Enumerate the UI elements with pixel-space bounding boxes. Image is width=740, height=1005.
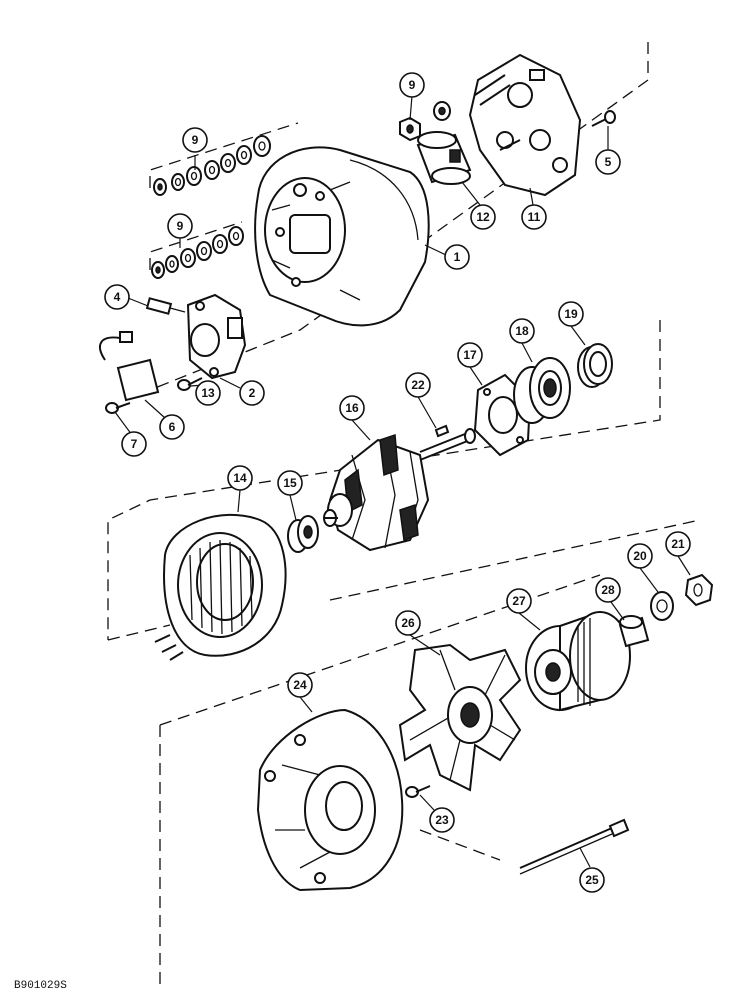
svg-text:17: 17 <box>463 348 477 362</box>
svg-text:15: 15 <box>283 476 297 490</box>
svg-text:14: 14 <box>233 471 247 485</box>
callout-5: 5 <box>595 149 621 175</box>
callout-11: 11 <box>521 204 547 230</box>
svg-text:27: 27 <box>512 594 526 608</box>
callout-26: 26 <box>395 610 421 636</box>
callout-28: 28 <box>595 577 621 603</box>
callout-14: 14 <box>227 465 253 491</box>
callout-25: 25 <box>579 867 605 893</box>
callout-1: 1 <box>444 244 470 270</box>
washer-stack-upper <box>153 135 271 196</box>
middle-dashed-frame <box>107 320 661 640</box>
svg-text:2: 2 <box>249 386 256 400</box>
svg-text:20: 20 <box>633 549 647 563</box>
callout-9-lower: 9 <box>167 213 193 239</box>
callout-17: 17 <box>457 342 483 368</box>
callout-21: 21 <box>665 531 691 557</box>
screw-part-23 <box>405 785 431 798</box>
callout-16: 16 <box>339 395 365 421</box>
svg-text:4: 4 <box>114 290 121 304</box>
regulator-part-2 <box>186 293 247 380</box>
leader-lines <box>114 95 691 868</box>
middle-dashed-frame-2 <box>107 519 701 641</box>
callout-12: 12 <box>470 204 496 230</box>
screw-part-13 <box>177 377 203 391</box>
svg-text:6: 6 <box>169 420 176 434</box>
callout-15: 15 <box>277 470 303 496</box>
washer-stack-lower <box>151 226 244 279</box>
brush-part-4 <box>145 297 186 315</box>
callout-13: 13 <box>195 380 221 406</box>
callout-27: 27 <box>506 588 532 614</box>
callout-4: 4 <box>104 284 130 310</box>
bolt-dashed-line <box>419 829 501 861</box>
svg-text:28: 28 <box>601 583 615 597</box>
svg-text:21: 21 <box>671 537 685 551</box>
svg-text:16: 16 <box>345 401 359 415</box>
callout-9-nuts: 9 <box>399 72 425 98</box>
screw-part-5 <box>591 110 616 127</box>
drawing-reference-code: B901029S <box>14 980 67 992</box>
rectifier-part-11 <box>468 53 582 197</box>
svg-text:12: 12 <box>476 210 490 224</box>
ring-part-19 <box>577 343 613 388</box>
svg-text:22: 22 <box>411 378 425 392</box>
housing-part-1 <box>254 146 430 327</box>
pulley-part-27 <box>525 610 631 712</box>
svg-text:18: 18 <box>515 324 529 338</box>
key-part-22 <box>434 424 450 438</box>
rotor-part-16 <box>323 428 476 552</box>
spacer-part-28 <box>618 615 650 648</box>
wire-part-6 <box>99 331 160 402</box>
svg-text:26: 26 <box>401 616 415 630</box>
svg-text:1: 1 <box>454 250 461 264</box>
svg-text:9: 9 <box>177 219 184 233</box>
washer-group-bracket-1 <box>149 122 299 188</box>
bearing-part-15 <box>287 515 319 553</box>
callout-6: 6 <box>159 414 185 440</box>
screw-part-7 <box>105 402 131 414</box>
svg-text:5: 5 <box>605 155 612 169</box>
svg-text:11: 11 <box>528 210 541 224</box>
svg-text:7: 7 <box>131 437 138 451</box>
sleeve-part-12 <box>416 131 472 185</box>
washer-part-20 <box>650 591 674 621</box>
stator-part-14 <box>154 513 287 661</box>
fan-part-26 <box>398 643 522 792</box>
nut-part-21 <box>684 573 714 607</box>
svg-text:23: 23 <box>435 813 449 827</box>
svg-text:25: 25 <box>585 873 599 887</box>
callout-19: 19 <box>558 301 584 327</box>
callout-2: 2 <box>239 380 265 406</box>
housing-part-24 <box>256 708 404 892</box>
callout-20: 20 <box>627 543 653 569</box>
callout-9-upper: 9 <box>182 127 208 153</box>
callout-24: 24 <box>287 672 313 698</box>
svg-text:9: 9 <box>192 133 199 147</box>
bearing-part-18 <box>513 357 571 424</box>
svg-text:24: 24 <box>293 678 307 692</box>
bolt-part-25 <box>519 818 630 875</box>
callout-18: 18 <box>509 318 535 344</box>
washer-group-bracket-2 <box>149 221 243 270</box>
svg-text:19: 19 <box>564 307 578 321</box>
callout-22: 22 <box>405 372 431 398</box>
callout-7: 7 <box>121 431 147 457</box>
svg-text:9: 9 <box>409 78 416 92</box>
svg-text:13: 13 <box>201 386 215 400</box>
callout-23: 23 <box>429 807 455 833</box>
